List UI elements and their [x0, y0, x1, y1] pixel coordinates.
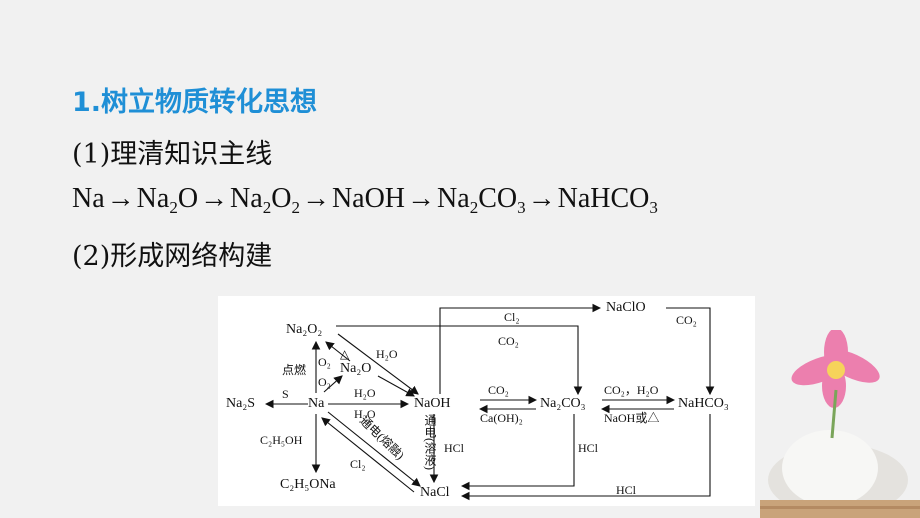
node-nahco3: NaHCO₃ [678, 396, 729, 411]
flower-vase-image [760, 330, 920, 518]
step-1-title: (1)理清知识主线 [72, 139, 273, 170]
edge-nacl-na [321, 417, 415, 493]
label-s: S [282, 387, 289, 401]
label-cl2-top: Cl₂ [504, 310, 520, 324]
edge-na-na2o [323, 375, 343, 393]
label-h2o-a: H₂O [376, 347, 398, 361]
edge-naoh-naclo [439, 303, 602, 394]
conversion-chain: Na→Na2O→Na2O2→NaOH→Na2CO3→NaHCO3 [72, 183, 658, 217]
edge-na2o-naoh [377, 375, 415, 397]
chain-item-na: Na [72, 183, 105, 214]
edge-na2o-na2o2 [325, 341, 351, 362]
node-naoh: NaOH [414, 396, 451, 411]
chain-item-naoh: NaOH [331, 183, 406, 214]
label-naoh-or: NaOH或△ [604, 411, 660, 425]
arrow-5: → [527, 183, 556, 214]
node-na2s: Na₂S [226, 396, 255, 411]
edge-na2o2-na2co3 [336, 325, 583, 396]
label-h2o-b: H₂O [354, 386, 376, 400]
edge-na-nacl [327, 411, 421, 487]
label-cl2-low: Cl₂ [350, 457, 366, 471]
label-o2-a: O₂ [318, 355, 331, 369]
arrow-2: → [200, 183, 229, 214]
label-co2-mid: CO₂ [488, 383, 509, 397]
label-hcl-c: HCl [616, 483, 637, 497]
chain-item-na2o: Na2O [136, 183, 199, 217]
label-co2-naclo: CO₂ [676, 313, 697, 327]
label-tongdian-rongye: 通电(溶液) [423, 414, 437, 470]
edge-na2co3-nacl [460, 414, 575, 491]
chain-item-nahco3: NaHCO3 [557, 183, 658, 217]
node-na: Na [308, 396, 325, 411]
arrow-3: → [301, 183, 330, 214]
label-caoh2: Ca(OH)₂ [480, 411, 523, 425]
node-na2co3: Na₂CO₃ [540, 396, 586, 411]
label-o2-b: O₂ [318, 375, 331, 389]
label-co2-top: CO₂ [498, 334, 519, 348]
diagram-lines [264, 303, 715, 501]
arrow-1: → [106, 183, 135, 214]
step-2-title: (2)形成网络构建 [72, 241, 273, 272]
node-c2h5ona: C₂H₅ONa [280, 477, 336, 492]
node-nacl: NaCl [420, 485, 450, 500]
node-na2o2: Na₂O₂ [286, 322, 323, 337]
label-dianran: 点燃 [282, 363, 307, 377]
label-h2o-c: H₂O [354, 407, 376, 421]
edge-nahco3-nacl [460, 414, 711, 501]
conversion-network-diagram: Na₂O₂ Na₂O Na Na₂S C₂H₅OH C₂H₅ONa NaOH N… [218, 296, 755, 506]
edge-naclo-nahco3 [666, 307, 715, 396]
label-co2h2o: CO₂，H₂O [604, 383, 659, 397]
node-na2o: Na₂O [340, 361, 372, 376]
node-c2h5oh: C₂H₅OH [260, 433, 303, 447]
label-hcl-a: HCl [444, 441, 465, 455]
edge-na2o2-naoh [337, 333, 419, 395]
chain-item-na2o2: Na2O2 [230, 183, 300, 217]
slide-heading: 1.树立物质转化思想 [72, 87, 318, 118]
label-delta: △ [340, 347, 350, 361]
arrow-4: → [407, 183, 436, 214]
label-hcl-b: HCl [578, 441, 599, 455]
chain-item-na2co3: Na2CO3 [437, 183, 526, 217]
node-naclo: NaClO [606, 300, 646, 315]
